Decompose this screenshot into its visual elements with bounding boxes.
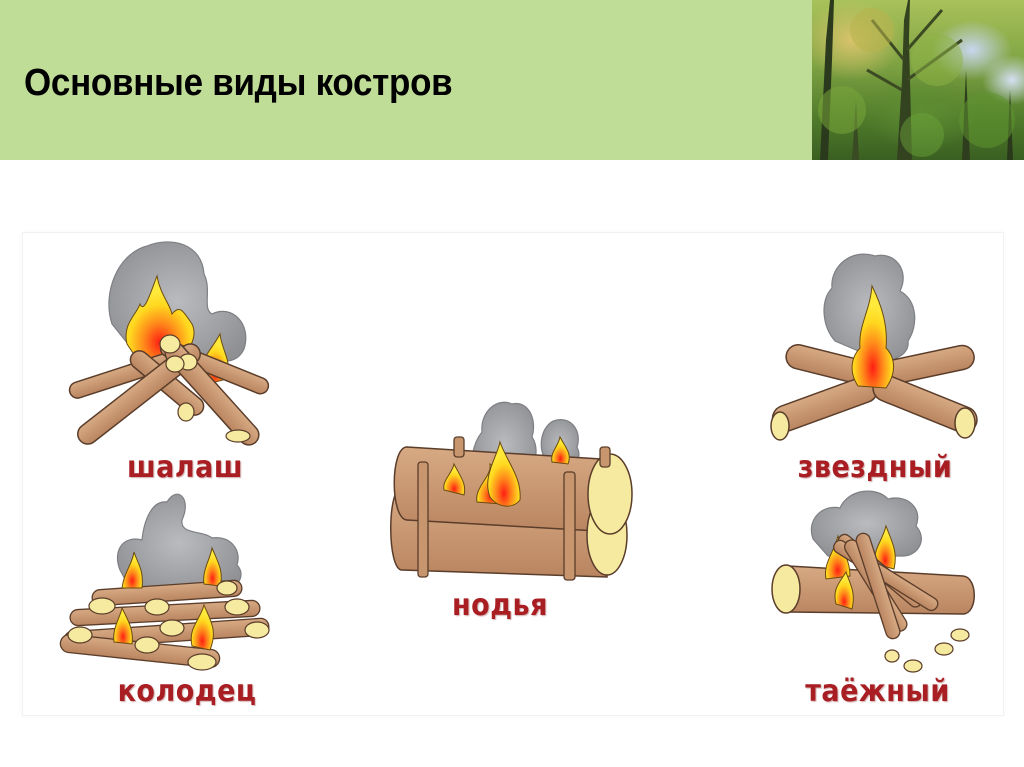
label-kolodets: колодец (117, 674, 257, 709)
header-band: Основные виды костров (0, 0, 812, 160)
label-nodya: нодья (452, 588, 548, 623)
label-taezhny: таёжный (805, 674, 950, 709)
teepee-campfire-icon (62, 234, 282, 449)
log-cabin-campfire-icon (52, 480, 282, 680)
label-shalash: шалаш (126, 450, 244, 485)
label-zvezdny: звездный (797, 450, 953, 485)
nodya-campfire-icon (382, 392, 642, 582)
taiga-campfire-icon (768, 484, 988, 679)
forest-trees-icon (818, 0, 1015, 160)
star-campfire-icon (760, 246, 990, 446)
slide-title: Основные виды костров (24, 62, 453, 104)
forest-photo (812, 0, 1024, 160)
